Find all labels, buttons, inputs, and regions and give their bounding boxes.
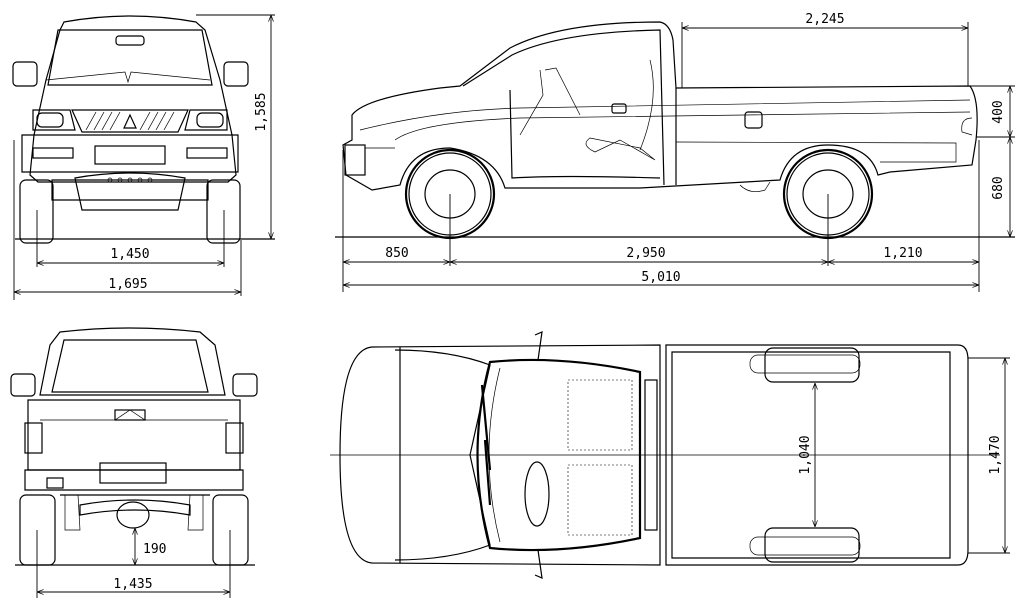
plate-holder bbox=[99, 462, 167, 484]
sunroof bbox=[524, 461, 550, 527]
left-mirror bbox=[12, 61, 38, 87]
wheelbase-label: 2,950 bbox=[626, 246, 665, 261]
bed-height-label: 400 bbox=[991, 100, 1006, 123]
rear-left-tire bbox=[19, 494, 56, 566]
door-handle bbox=[611, 103, 627, 114]
left-mirror bbox=[10, 373, 36, 397]
front-overhang-label: 850 bbox=[385, 246, 408, 261]
right-wheel-well bbox=[764, 527, 860, 563]
rear-right-tire bbox=[212, 494, 249, 566]
floor-height-label: 680 bbox=[991, 176, 1006, 199]
front-view: 1,450 1,695 1,585 bbox=[12, 14, 275, 300]
top-view: 1,040 1,470 bbox=[330, 331, 1010, 579]
overall-height-label: 1,585 bbox=[254, 92, 269, 131]
cab-roof bbox=[476, 358, 642, 552]
ground-clearance-label: 190 bbox=[143, 542, 166, 557]
differential bbox=[116, 501, 150, 529]
bed-inner-width-label: 1,040 bbox=[798, 435, 813, 474]
front-bumper bbox=[344, 144, 366, 176]
brand-logo bbox=[123, 113, 137, 129]
right-mirror bbox=[223, 61, 249, 87]
grille bbox=[71, 109, 189, 133]
rear-track-label: 1,435 bbox=[113, 577, 152, 592]
fuel-door bbox=[744, 111, 763, 129]
seats bbox=[567, 379, 633, 536]
bed-width-label: 1,470 bbox=[988, 435, 1003, 474]
right-mirror bbox=[232, 373, 258, 397]
front-track-label: 1,450 bbox=[110, 247, 149, 262]
rear-overhang-label: 1,210 bbox=[883, 246, 922, 261]
side-view: 850 2,950 1,210 5,010 2,245 400 680 bbox=[335, 12, 1015, 292]
bed-length-label: 2,245 bbox=[805, 12, 844, 27]
overall-width-label: 1,695 bbox=[108, 277, 147, 292]
front-left-tire bbox=[19, 179, 54, 244]
left-taillight bbox=[24, 422, 43, 454]
rear-view: 190 1,435 bbox=[10, 327, 258, 598]
right-taillight bbox=[225, 422, 244, 454]
front-right-tire bbox=[206, 179, 241, 244]
overall-length-label: 5,010 bbox=[641, 270, 680, 285]
left-wheel-well bbox=[764, 347, 860, 383]
bed bbox=[665, 344, 969, 566]
